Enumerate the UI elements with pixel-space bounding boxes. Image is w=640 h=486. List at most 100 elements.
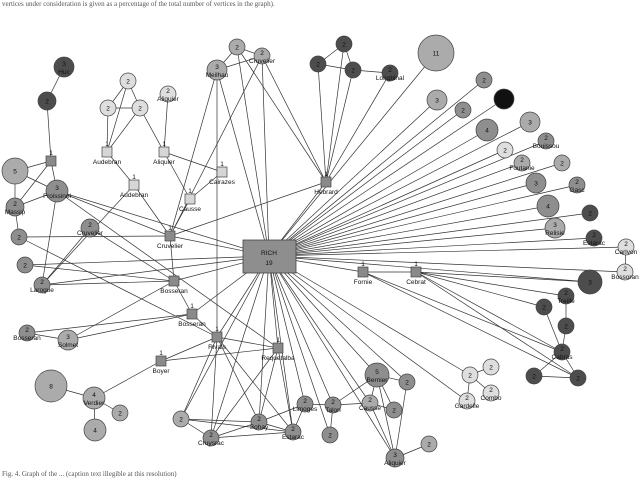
node-p3[interactable]: 2: [131, 99, 149, 117]
node-label: Treille: [557, 298, 575, 305]
node-d2[interactable]: 2: [309, 55, 327, 73]
edge-frois-larogue: [41, 190, 58, 286]
node-r3[interactable]: [493, 88, 515, 110]
node-boss1[interactable]: Bosseran: [160, 275, 188, 295]
node-k4[interactable]: 2: [525, 367, 543, 385]
node-p2[interactable]: 2: [99, 99, 117, 117]
edge-foutanie-rich: [268, 162, 523, 257]
node-b1[interactable]: 2: [172, 410, 190, 428]
node-c8[interactable]: 8: [34, 369, 68, 403]
circle-node: [569, 369, 587, 387]
node-g2[interactable]: 2: [482, 358, 500, 376]
node-p1[interactable]: 2: [119, 72, 137, 90]
node-k5[interactable]: 2: [569, 369, 587, 387]
node-b5[interactable]: 2: [420, 435, 438, 453]
edge-boss2-solmet: [67, 313, 193, 341]
node-k2[interactable]: 2: [557, 317, 575, 335]
node-k3[interactable]: 3: [577, 269, 603, 295]
node-b2[interactable]: 2: [398, 373, 416, 391]
node-r8[interactable]: 2: [553, 154, 571, 172]
node-d3[interactable]: 2: [344, 61, 362, 79]
node-r5[interactable]: 4: [475, 118, 499, 142]
node-r7[interactable]: 2: [496, 141, 514, 159]
edge-rivals-requetalba: [216, 336, 279, 349]
node-c2b[interactable]: 2: [10, 228, 28, 246]
node-v2[interactable]: 2: [111, 404, 129, 422]
circle-node: [398, 373, 416, 391]
circle-node: [482, 358, 500, 376]
node-g1[interactable]: 2: [461, 366, 479, 384]
node-r1[interactable]: 2: [475, 71, 493, 89]
node-b3[interactable]: 2: [385, 401, 403, 419]
circle-node: [33, 276, 51, 294]
node-c2a[interactable]: 2: [37, 91, 57, 111]
edge-rich-talon: [268, 255, 334, 406]
node-t2a[interactable]: 2: [228, 38, 246, 56]
node-d1[interactable]: 2: [335, 35, 353, 53]
node-s1a[interactable]: 1: [45, 150, 57, 167]
node-b4[interactable]: 2: [321, 426, 339, 444]
node-c2c[interactable]: 2: [16, 256, 34, 274]
node-count: 11: [433, 51, 440, 58]
node-k1[interactable]: 2: [535, 298, 553, 316]
node-r10[interactable]: 4: [536, 194, 560, 218]
node-r9[interactable]: 3: [525, 172, 547, 194]
node-count: 3: [588, 280, 592, 287]
node-v4[interactable]: 4: [83, 418, 107, 442]
node-r4[interactable]: 2: [454, 101, 472, 119]
node-r11[interactable]: 2: [581, 204, 599, 222]
node-r2[interactable]: 3: [426, 89, 448, 111]
node-c5[interactable]: 5: [1, 157, 29, 185]
node-c11[interactable]: 11: [417, 34, 455, 72]
node-r6[interactable]: 3: [519, 111, 541, 133]
circle-node: [385, 401, 403, 419]
node-count: 3: [62, 61, 66, 68]
